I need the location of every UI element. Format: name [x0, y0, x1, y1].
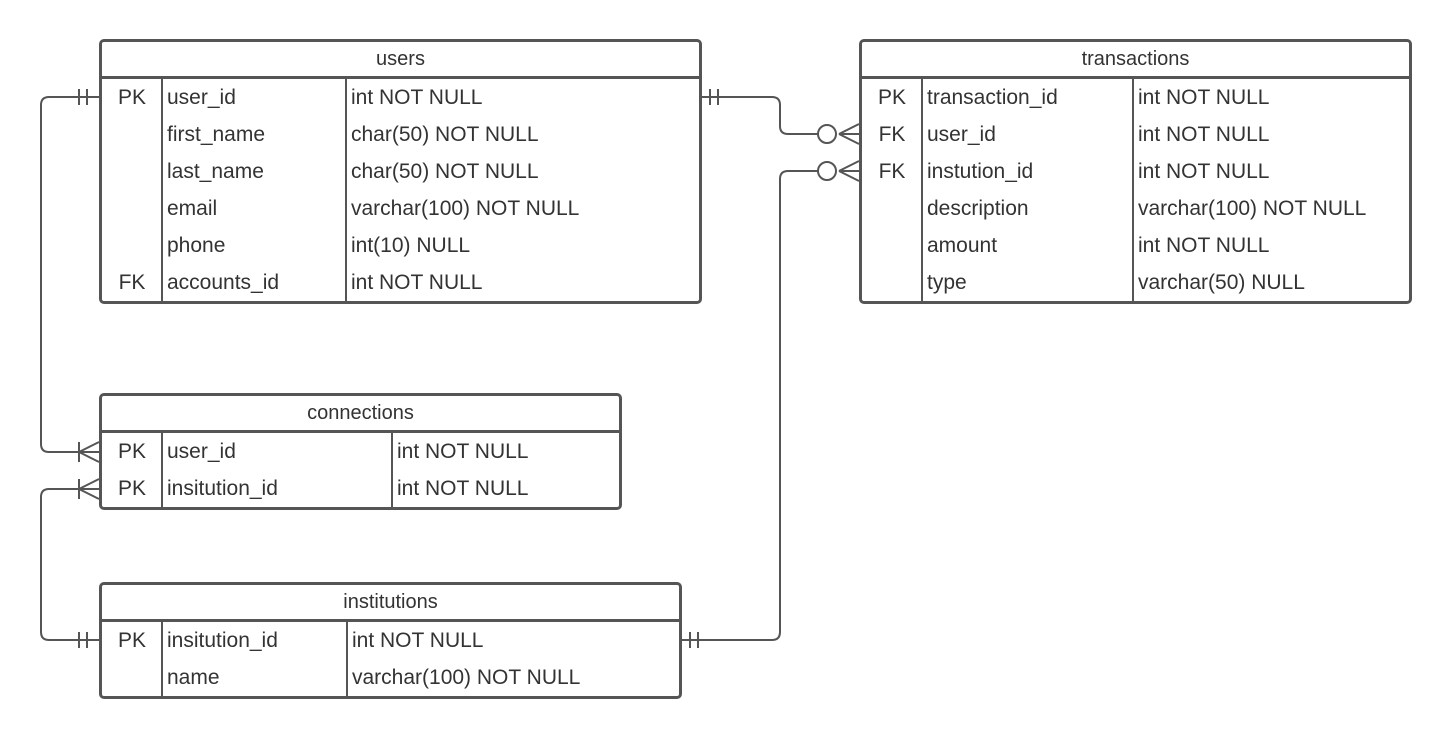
field-type: int(10) NULL	[351, 234, 471, 257]
field-row[interactable]: description varchar(100) NOT NULL	[862, 192, 1409, 229]
field-name: user_id	[167, 440, 236, 463]
entity-institutions[interactable]: institutions PK insitution_id int NOT NU…	[99, 582, 682, 699]
entity-title: users	[102, 42, 699, 79]
field-type: int NOT NULL	[352, 629, 484, 652]
field-name: email	[167, 197, 218, 220]
field-row[interactable]: last_name char(50) NOT NULL	[102, 155, 699, 192]
key-label: PK	[117, 477, 146, 500]
field-name: description	[927, 197, 1029, 220]
field-type: varchar(100) NOT NULL	[1138, 197, 1367, 220]
key-label: FK	[878, 123, 906, 146]
rel-users-connections[interactable]	[40, 89, 100, 463]
field-name: instution_id	[927, 160, 1034, 183]
field-row[interactable]: PK user_id int NOT NULL	[102, 81, 699, 118]
field-type: varchar(50) NULL	[1138, 271, 1305, 294]
field-row[interactable]: PK transaction_id int NOT NULL	[862, 81, 1409, 118]
rel-users-transactions[interactable]	[702, 89, 860, 145]
entity-body: PK transaction_id int NOT NULL FK user_i…	[862, 79, 1409, 301]
field-type: int NOT NULL	[397, 477, 529, 500]
entity-body: PK user_id int NOT NULL PK insitution_id…	[102, 433, 619, 507]
field-type: int NOT NULL	[1138, 234, 1270, 257]
key-label: PK	[117, 440, 146, 463]
key-label: PK	[117, 629, 146, 652]
field-type: int NOT NULL	[1138, 123, 1270, 146]
field-name: insitution_id	[167, 477, 278, 500]
entity-connections[interactable]: connections PK user_id int NOT NULL PK i…	[99, 393, 622, 510]
entity-title: connections	[102, 396, 619, 433]
field-type: varchar(100) NOT NULL	[352, 666, 581, 689]
field-type: int NOT NULL	[1138, 160, 1270, 183]
field-name: phone	[167, 234, 226, 257]
field-name: first_name	[167, 123, 266, 146]
field-type: int NOT NULL	[397, 440, 529, 463]
column-divider	[345, 79, 347, 301]
field-type: varchar(100) NOT NULL	[351, 197, 580, 220]
entity-body: PK insitution_id int NOT NULL name varch…	[102, 622, 679, 696]
field-row[interactable]: phone int(10) NULL	[102, 229, 699, 266]
column-divider	[921, 79, 923, 301]
field-type: int NOT NULL	[351, 86, 483, 109]
field-row[interactable]: first_name char(50) NOT NULL	[102, 118, 699, 155]
field-name: transaction_id	[927, 86, 1058, 109]
field-row[interactable]: PK insitution_id int NOT NULL	[102, 624, 679, 661]
key-label: PK	[877, 86, 906, 109]
entity-title: transactions	[862, 42, 1409, 79]
entity-title: institutions	[102, 585, 679, 622]
rel-institutions-connections[interactable]	[40, 478, 100, 648]
entity-body: PK user_id int NOT NULL first_name char(…	[102, 79, 699, 301]
field-type: char(50) NOT NULL	[351, 123, 539, 146]
column-divider	[391, 433, 393, 507]
field-row[interactable]: PK insitution_id int NOT NULL	[102, 472, 619, 507]
column-divider	[1132, 79, 1134, 301]
field-row[interactable]: type varchar(50) NULL	[862, 266, 1409, 301]
field-name: type	[927, 271, 967, 294]
column-divider	[161, 622, 163, 696]
field-name: last_name	[167, 160, 264, 183]
field-row[interactable]: PK user_id int NOT NULL	[102, 435, 619, 472]
field-name: insitution_id	[167, 629, 278, 652]
field-name: user_id	[927, 123, 996, 146]
entity-transactions[interactable]: transactions PK transaction_id int NOT N…	[859, 39, 1412, 304]
column-divider	[161, 79, 163, 301]
key-label: FK	[118, 271, 146, 294]
field-row[interactable]: FK user_id int NOT NULL	[862, 118, 1409, 155]
field-type: int NOT NULL	[351, 271, 483, 294]
field-name: accounts_id	[167, 271, 280, 294]
field-name: name	[167, 666, 220, 689]
field-type: int NOT NULL	[1138, 86, 1270, 109]
field-row[interactable]: FK accounts_id int NOT NULL	[102, 266, 699, 301]
rel-institutions-transactions[interactable]	[682, 160, 860, 648]
field-row[interactable]: amount int NOT NULL	[862, 229, 1409, 266]
column-divider	[346, 622, 348, 696]
key-label: PK	[117, 86, 146, 109]
field-row[interactable]: name varchar(100) NOT NULL	[102, 661, 679, 696]
field-row[interactable]: email varchar(100) NOT NULL	[102, 192, 699, 229]
field-type: char(50) NOT NULL	[351, 160, 539, 183]
field-name: user_id	[167, 86, 236, 109]
field-row[interactable]: FK instution_id int NOT NULL	[862, 155, 1409, 192]
entity-users[interactable]: users PK user_id int NOT NULL first_name…	[99, 39, 702, 304]
key-label: FK	[878, 160, 906, 183]
column-divider	[161, 433, 163, 507]
field-name: amount	[927, 234, 998, 257]
